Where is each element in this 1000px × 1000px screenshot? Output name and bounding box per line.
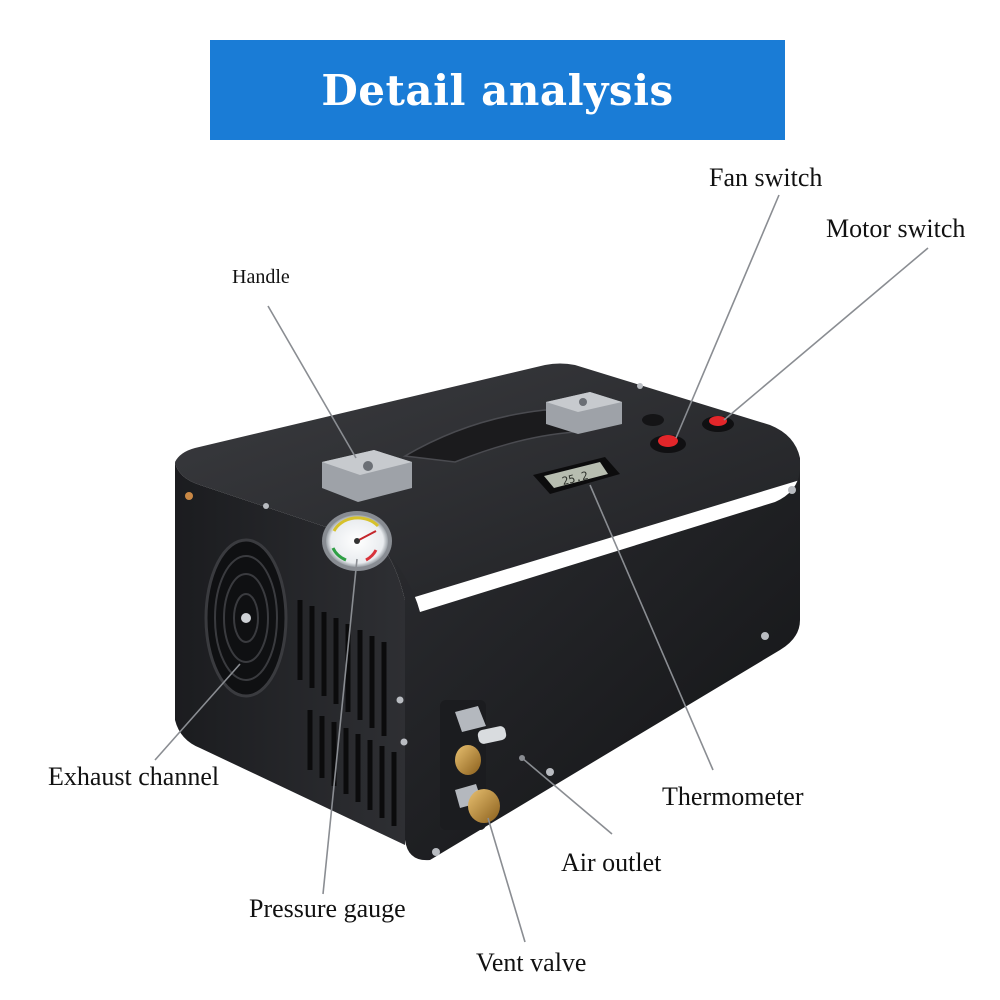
motor-switch-label: Motor switch — [826, 214, 966, 243]
vent-slots-upper — [297, 600, 387, 736]
thermometer-label: Thermometer — [662, 782, 804, 811]
air-outlet-label: Air outlet — [561, 848, 662, 877]
leader-dots — [519, 755, 525, 761]
header-banner: Detail analysis — [210, 40, 785, 140]
vent-valve-label: Vent valve — [476, 948, 587, 977]
switch-cluster — [642, 414, 734, 453]
screws — [185, 383, 796, 856]
banner-title: Detail analysis — [321, 65, 674, 115]
handle-label: Handle — [232, 266, 290, 288]
exhaust-channel-label: Exhaust channel — [48, 762, 220, 791]
pressure-gauge — [322, 511, 392, 571]
thermometer-reading: 25.2 — [561, 469, 590, 488]
handle — [322, 392, 622, 502]
thermometer-display: 25.2 — [533, 457, 620, 494]
pressure-gauge-label: Pressure gauge — [249, 894, 406, 923]
fan-grille — [204, 538, 288, 698]
fan-switch-label: Fan switch — [709, 163, 823, 192]
outlet-fittings — [440, 700, 507, 830]
leader-lines — [154, 194, 929, 943]
vent-slots-lower — [307, 710, 397, 826]
